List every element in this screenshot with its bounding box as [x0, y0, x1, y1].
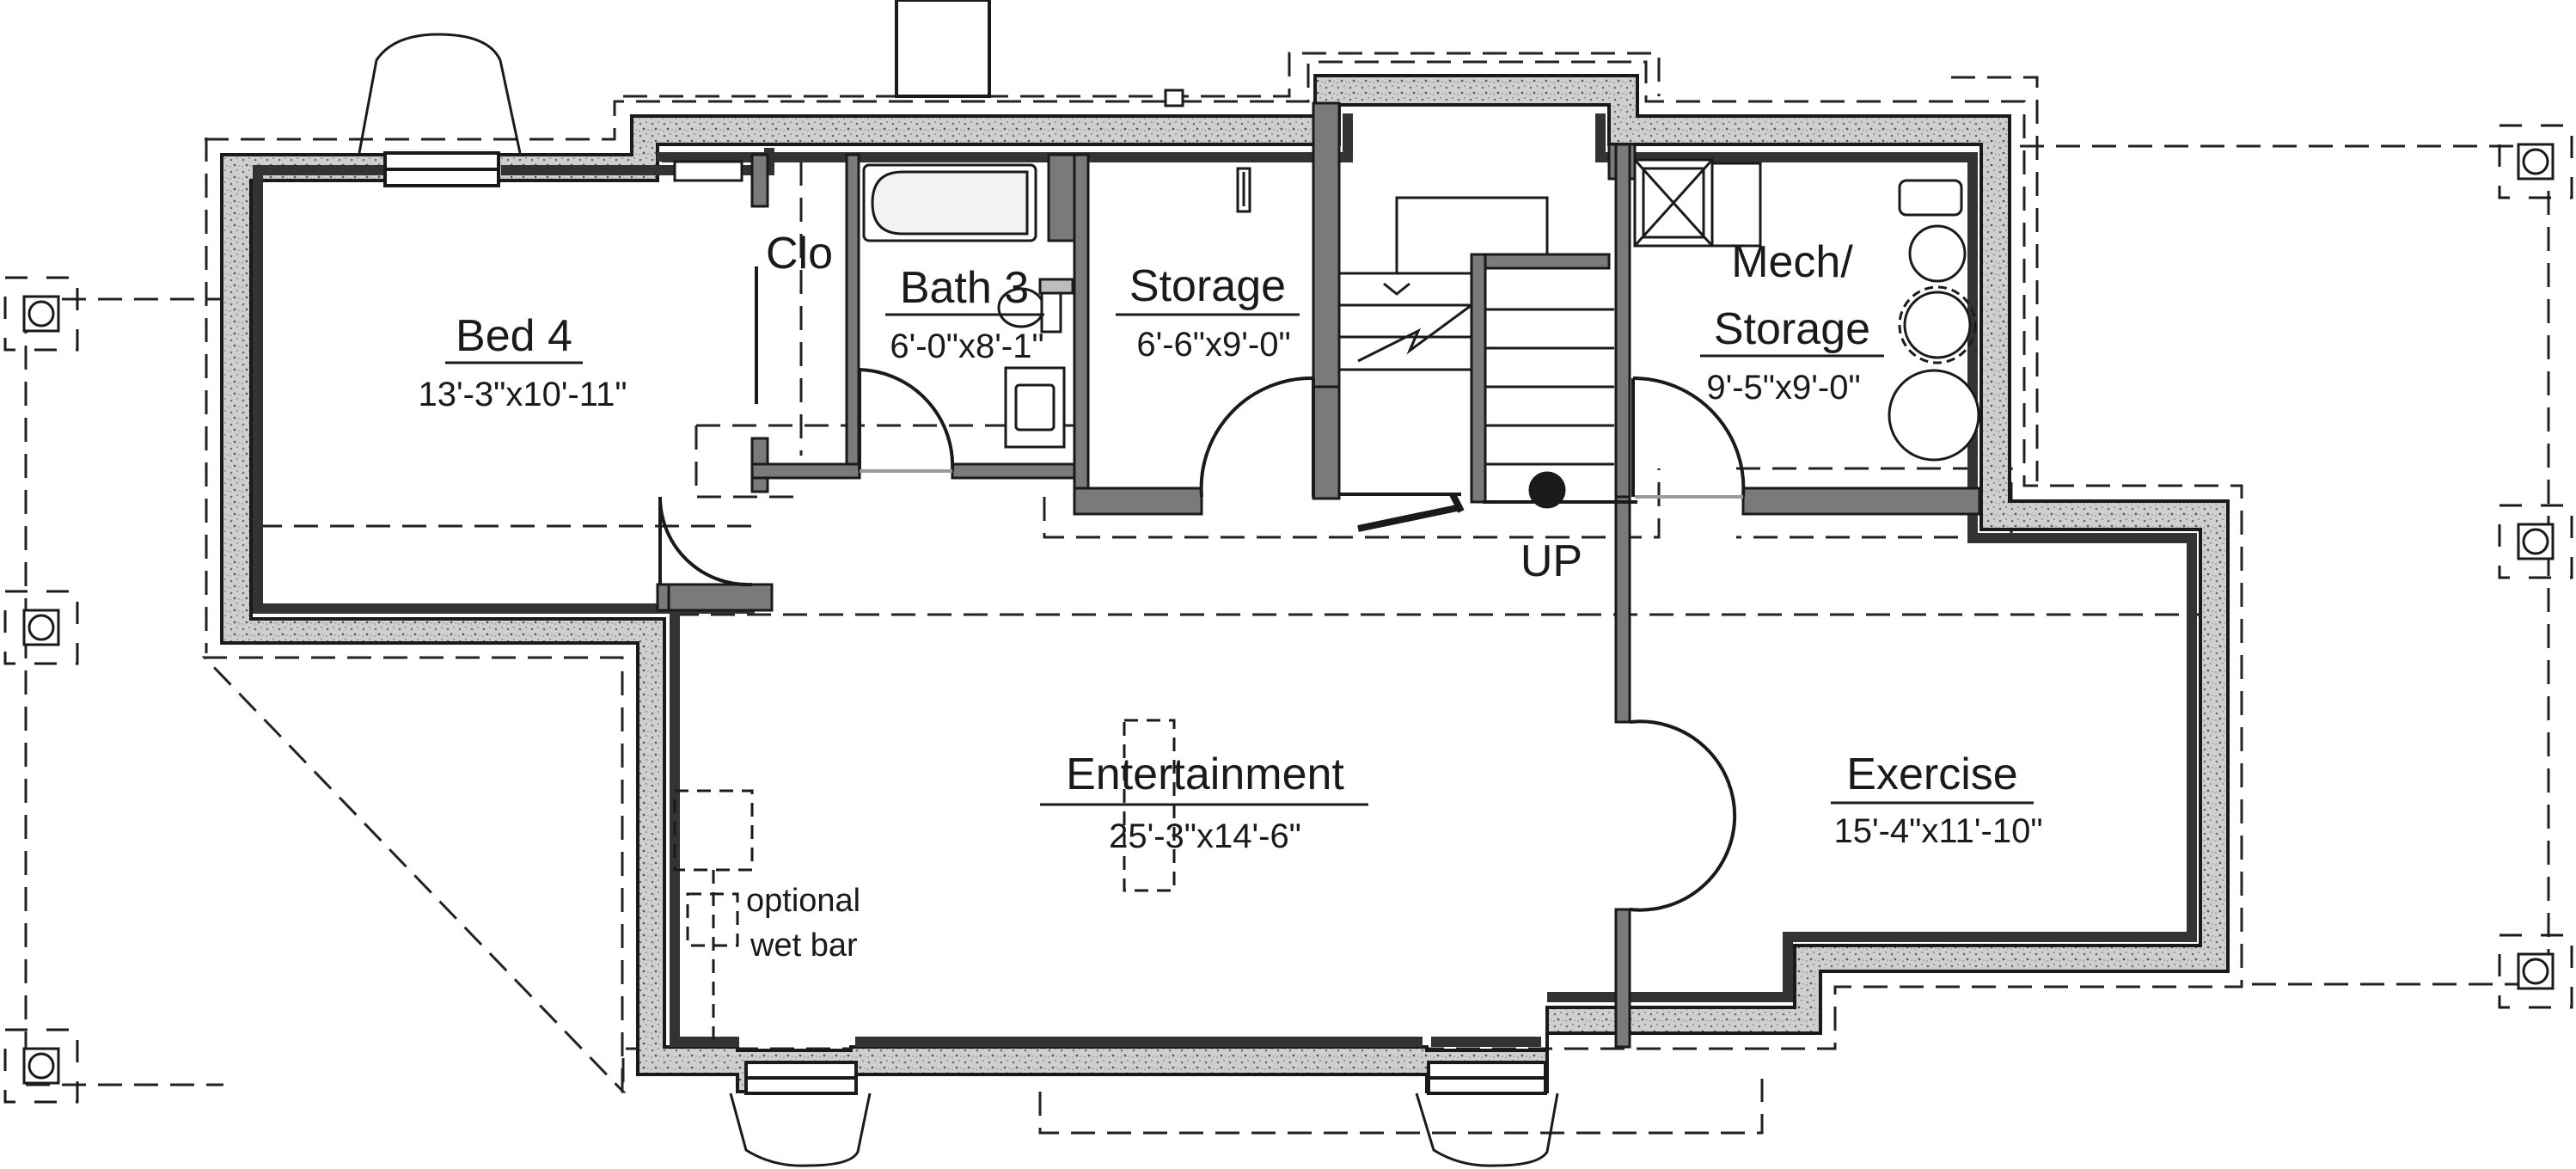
stairs-up-label: UP [1521, 536, 1582, 586]
windows [383, 151, 1547, 1095]
wet-bar-label-line2: wet bar [750, 927, 858, 964]
window-wells [358, 33, 1559, 1167]
wall-bath-inner [1047, 153, 1076, 242]
overhang-dashed-outline [1038, 1079, 1764, 1135]
stair-landing-line [1395, 196, 1549, 273]
water-heater-icon [1633, 158, 1714, 248]
stair-guard-diag [1357, 504, 1462, 532]
bathtub-icon [862, 163, 1037, 242]
wall-stair-left [1312, 101, 1341, 389]
exterior-walls [220, 0, 2230, 1167]
wall-bath-south-right [951, 462, 1085, 480]
column-icon [2498, 933, 2573, 1009]
column-icon [3, 1028, 79, 1104]
outer-dashed-outline [201, 60, 2243, 1093]
hall-dashed-3 [1043, 468, 1661, 539]
wet-bar-counter [673, 789, 754, 872]
wall-mech-south [1741, 487, 1981, 516]
column-icon [2498, 124, 2573, 199]
bed4-closet-shelf [673, 160, 743, 182]
wet-bar-label-line1: optional [746, 883, 860, 919]
stair-break-line [1357, 303, 1472, 363]
hall-dashed-2 [694, 425, 799, 499]
mech-cabinet [1710, 162, 1762, 248]
wall-bath-south-left [750, 462, 861, 480]
thin-line-top [623, 52, 1661, 98]
wall-stair-inner [1470, 253, 1611, 270]
door-bed4[interactable] [658, 496, 753, 587]
room-name-exercise: Exercise [1846, 750, 2017, 799]
stairs [1339, 196, 1637, 532]
stair-up-dot [1528, 471, 1566, 509]
thin-line-top-right [1951, 76, 2039, 481]
exterior-wall-inner-edge [253, 113, 2197, 1047]
wall-bed4-east-upper [750, 153, 769, 208]
column-icon [3, 276, 79, 352]
chimney-box [895, 0, 991, 98]
fixtures [673, 158, 1980, 462]
bath-hook-wall [1038, 278, 1074, 295]
stair-treads [1339, 272, 1614, 466]
sink-icon [1004, 366, 1066, 449]
wall-closet-bath [845, 153, 860, 474]
interior-walls [656, 101, 1981, 1049]
vent-stub [1164, 89, 1184, 107]
wall-hall-bed4 [667, 583, 774, 612]
wall-stair-inner-v [1470, 253, 1487, 504]
wall-storage-south-left [1073, 487, 1203, 516]
room-name-mech-line1: Mech/ [1731, 237, 1853, 287]
room-dims-mech: 9'-5"x9'-0" [1706, 369, 1860, 407]
column-icon [2498, 504, 2573, 579]
window-well-entertainment [729, 1092, 872, 1167]
window-well-bed4 [358, 33, 522, 154]
storage-panel-icon [1236, 167, 1251, 213]
room-labels: Bed 4 13'-3"x10'-11" Clo Bath 3 6'-0"x8'… [418, 229, 2042, 964]
window-well-exercise [1415, 1092, 1559, 1167]
door-storage[interactable] [1199, 376, 1315, 498]
room-name-mech-line2: Storage [1714, 304, 1870, 354]
wall-ent-exercise-lower [1614, 908, 1631, 1049]
wall-ent-exercise-upper [1614, 495, 1631, 724]
door-bath3[interactable] [858, 368, 955, 472]
wall-bath-storage [1073, 153, 1090, 513]
room-name-closet: Clo [766, 229, 833, 278]
stair-arrow-icon [1383, 282, 1410, 296]
room-name-bed4: Bed 4 [456, 311, 572, 361]
door-mech[interactable] [1631, 376, 1746, 498]
door-exercise-left[interactable] [1629, 719, 1737, 912]
room-dims-storage: 6'-6"x9'-0" [1136, 326, 1290, 364]
furnace-icon [1888, 179, 1980, 462]
wall-mech-west [1614, 143, 1631, 499]
room-name-entertainment: Entertainment [1066, 750, 1344, 799]
room-dims-entertainment: 25'-3"x14'-6" [1109, 817, 1301, 855]
room-name-bath3: Bath 3 [900, 263, 1029, 313]
stair-guard-short [1449, 493, 1465, 513]
columns [3, 124, 2573, 1104]
column-icon [3, 590, 79, 665]
room-dims-bed4: 13'-3"x10'-11" [418, 376, 627, 413]
room-name-storage: Storage [1129, 261, 1286, 311]
doors [658, 266, 1746, 912]
room-dims-bath3: 6'-0"x8'-1" [890, 327, 1043, 365]
wall-storage-south-right [1312, 376, 1341, 500]
room-dims-exercise: 15'-4"x11'-10" [1833, 812, 2042, 850]
